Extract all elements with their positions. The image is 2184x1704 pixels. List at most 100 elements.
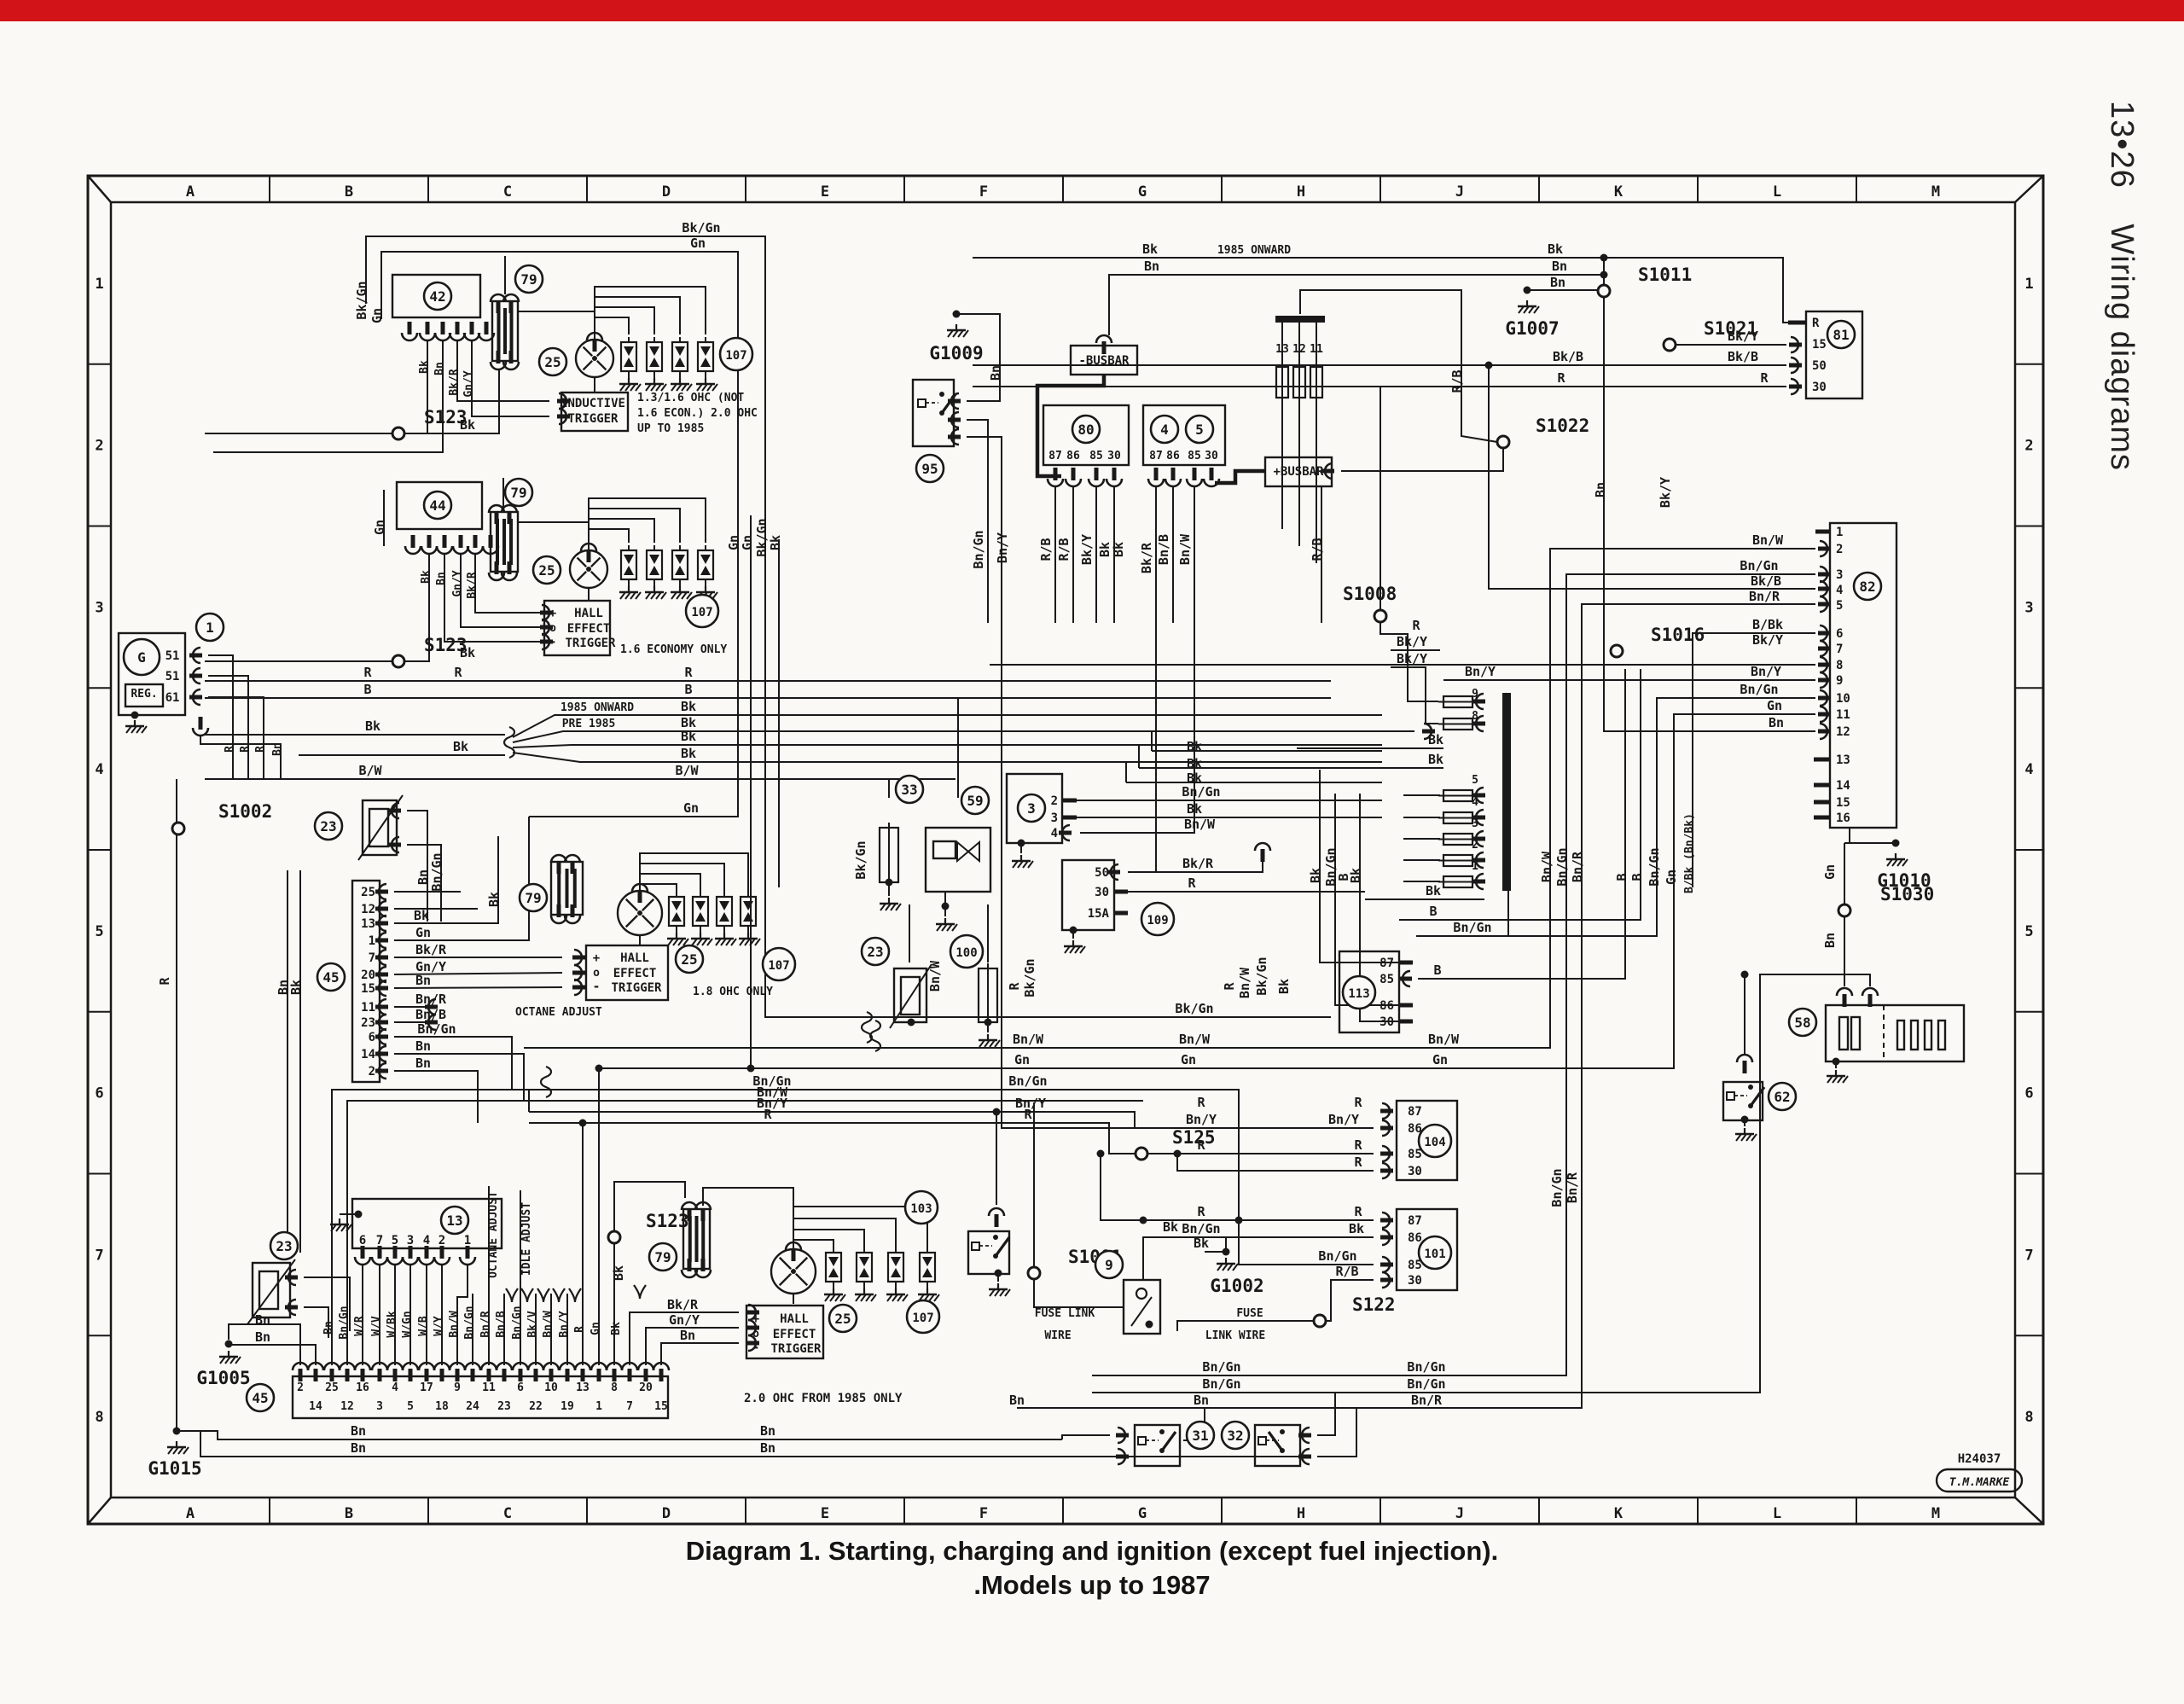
component-callout bbox=[828, 1303, 858, 1334]
ground-hatch bbox=[1232, 1263, 1239, 1271]
wire bbox=[304, 1306, 329, 1338]
wire-label: TRIGGER bbox=[565, 637, 616, 650]
component-number: 23 bbox=[320, 818, 336, 835]
component-number: 25 bbox=[538, 562, 555, 579]
connector-arc-icon bbox=[353, 1256, 372, 1266]
wire bbox=[456, 1265, 468, 1365]
wire-label: LINK WIRE bbox=[1205, 1329, 1265, 1342]
component-callout bbox=[1417, 1123, 1453, 1159]
page-header-vertical: 13•26 Wiring diagrams bbox=[2103, 101, 2140, 471]
component-callout bbox=[422, 281, 453, 311]
wire-label: 30 bbox=[1408, 1165, 1422, 1178]
ground-hatch bbox=[834, 1294, 841, 1302]
ruler-letter: H bbox=[1297, 1505, 1305, 1522]
wire-label: W/Bk bbox=[386, 1311, 398, 1337]
wire-label: 12 bbox=[1292, 343, 1306, 356]
ruler-number: 8 bbox=[95, 1409, 103, 1426]
junction-dot bbox=[952, 310, 961, 318]
component-callout bbox=[531, 555, 562, 585]
switch-solenoid bbox=[971, 1242, 980, 1251]
wire-label: Gn bbox=[1014, 1052, 1030, 1067]
connector-arc-icon bbox=[502, 361, 520, 371]
component-callout bbox=[1417, 1235, 1453, 1271]
wire-label: Bn bbox=[415, 1038, 431, 1054]
wire-label: Bk bbox=[611, 1265, 626, 1281]
wire-label: 4 bbox=[1836, 584, 1843, 597]
ruler-letter: G bbox=[1138, 1505, 1147, 1522]
ruler-letter: E bbox=[821, 183, 829, 201]
component-callout bbox=[960, 785, 990, 816]
splice-label: S123 bbox=[646, 1211, 689, 1231]
junction-dot bbox=[1069, 926, 1077, 934]
ruler-letter: F bbox=[979, 183, 988, 201]
ground-hatch bbox=[1012, 860, 1019, 869]
ruler-letter: J bbox=[1455, 1505, 1464, 1522]
wire-label: R bbox=[764, 1107, 772, 1122]
component-box bbox=[911, 378, 956, 448]
wire-label: Bn/W bbox=[1752, 532, 1784, 548]
wire-label: W/V bbox=[370, 1316, 383, 1336]
wire-label: W/R bbox=[353, 1316, 366, 1336]
junction-dot bbox=[354, 1210, 363, 1218]
ground-hatch bbox=[1017, 860, 1024, 869]
wire-label: B/Bk bbox=[1752, 617, 1783, 632]
wire-label: Bk bbox=[1187, 756, 1202, 771]
wire-label: Bk/B bbox=[1553, 349, 1583, 364]
wire bbox=[512, 730, 1382, 743]
wire bbox=[639, 852, 749, 892]
junction-dot bbox=[1017, 839, 1025, 847]
coil-winding bbox=[497, 308, 501, 354]
component-callout bbox=[1826, 319, 1856, 350]
wire-label: Bn/W bbox=[1184, 817, 1216, 832]
ground-hatch bbox=[715, 938, 722, 946]
wire-label: Bk/Gn bbox=[1175, 1001, 1213, 1016]
component-box bbox=[251, 1261, 292, 1319]
ground-hatch bbox=[1902, 858, 1908, 867]
wire-label: UP TO 1985 bbox=[637, 422, 704, 435]
wire-label: Bn/W bbox=[1539, 851, 1554, 882]
ground-hatch bbox=[681, 591, 688, 600]
component-callout bbox=[761, 946, 797, 982]
wire bbox=[588, 528, 630, 550]
distributor-contact bbox=[778, 1272, 793, 1287]
wire-label: Bn/W bbox=[1177, 533, 1193, 565]
component-box bbox=[1937, 1019, 1947, 1051]
wire-label: R bbox=[1197, 1204, 1205, 1219]
component-number: 62 bbox=[1774, 1089, 1790, 1105]
component-callout bbox=[903, 1189, 939, 1225]
distributor-contact bbox=[624, 898, 639, 912]
component-box bbox=[1824, 1003, 1966, 1063]
wire-label: Bn/Y bbox=[1015, 1096, 1046, 1111]
wire bbox=[1061, 1434, 1110, 1439]
connector-arc-icon bbox=[487, 572, 506, 582]
connector-arc-icon bbox=[1861, 986, 1879, 997]
ground-hatch bbox=[1064, 945, 1071, 954]
plate-box bbox=[1935, 1468, 2024, 1493]
wire-label: 86 bbox=[1380, 999, 1394, 1013]
wire-label: Bk/V bbox=[526, 1311, 539, 1337]
wire-label: o bbox=[752, 1328, 759, 1341]
wire-label: 6 bbox=[359, 1234, 366, 1247]
ground-hatch bbox=[131, 725, 137, 734]
splice-point bbox=[607, 1230, 622, 1245]
wire-label: 85 bbox=[1089, 450, 1103, 462]
wire-label: 3 bbox=[376, 1400, 383, 1413]
wire-label: Bn/R bbox=[415, 992, 447, 1007]
junction-dot bbox=[994, 1269, 1002, 1277]
wire-label: 87 bbox=[1149, 450, 1163, 462]
wire bbox=[588, 497, 706, 550]
distributor-contact bbox=[641, 898, 655, 912]
component-callout bbox=[1094, 1249, 1124, 1280]
coil-winding bbox=[502, 519, 506, 565]
component-box bbox=[361, 799, 398, 857]
component-callout bbox=[1184, 414, 1215, 445]
ground-hatch bbox=[650, 591, 657, 600]
component-number: 13 bbox=[446, 1213, 462, 1229]
component-callout bbox=[905, 1299, 941, 1335]
wire-label: 15 bbox=[361, 982, 375, 996]
ground-hatch bbox=[645, 591, 652, 600]
wire-label: 2 bbox=[1472, 839, 1478, 852]
component-box bbox=[1133, 1423, 1182, 1468]
wire-label: Bk bbox=[1428, 732, 1443, 747]
wire-label: 16 bbox=[1836, 811, 1850, 825]
